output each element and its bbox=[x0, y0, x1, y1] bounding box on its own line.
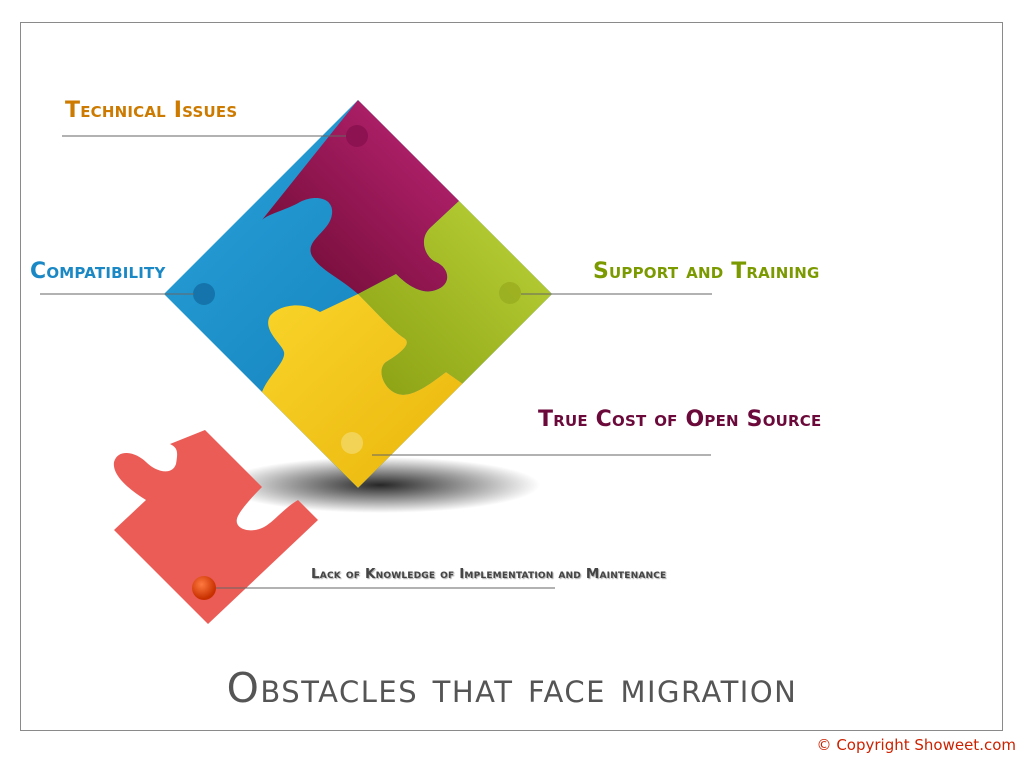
page-title: Obstacles that face migration bbox=[226, 664, 798, 712]
label-compatibility: Compatibility bbox=[30, 259, 166, 284]
connector-dot-support bbox=[499, 282, 521, 304]
piece-magenta bbox=[262, 100, 460, 294]
label-support-and-training: Support and Training bbox=[593, 259, 820, 284]
piece-red bbox=[113, 430, 318, 624]
connector-dot-cost bbox=[341, 432, 363, 454]
label-lack-of-knowledge: Lack of Knowledge of Implementation and … bbox=[311, 566, 667, 582]
connector-dot-compatibility bbox=[193, 283, 215, 305]
label-technical-issues: Technical Issues bbox=[65, 98, 238, 123]
puzzle-shadow bbox=[220, 457, 540, 513]
slide-frame bbox=[20, 22, 1003, 731]
connector-dot-technical bbox=[346, 125, 368, 147]
copyright-notice: © Copyright Showeet.com bbox=[816, 736, 1016, 754]
piece-yellow bbox=[262, 294, 466, 488]
piece-green bbox=[358, 200, 552, 395]
connector-dot-lack bbox=[192, 576, 216, 600]
label-true-cost: True Cost of Open Source bbox=[538, 407, 822, 432]
